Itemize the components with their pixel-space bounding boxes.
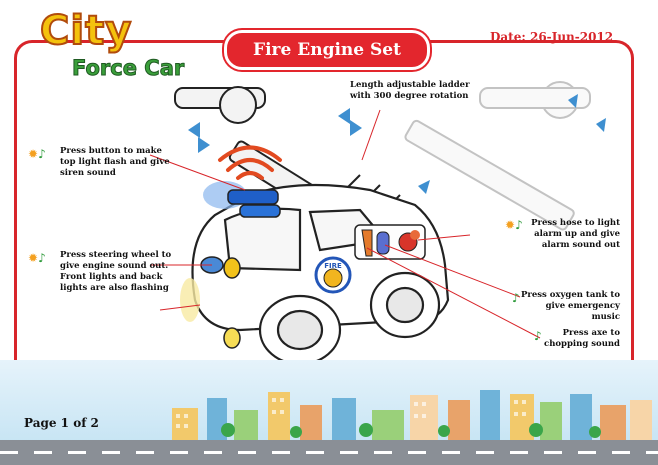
note-oxygen: Press oxygen tank to give emergency musi…: [520, 290, 620, 323]
siren-waves: [218, 145, 282, 180]
note-axe-line-2: chopping sound: [544, 339, 620, 349]
icon-group-top-light: ✹♪: [28, 143, 46, 162]
note-oxygen-line-1: Press oxygen tank to: [520, 290, 620, 300]
horn: [223, 257, 241, 279]
date-label: Date: 26-Jun-2012: [490, 30, 614, 44]
page-title: Fire Engine Set: [224, 30, 430, 70]
page-number: Page 1 of 2: [24, 416, 99, 430]
note-hose-line-2: alarm up and give: [534, 229, 620, 239]
note-axe: Press axe to chopping sound: [540, 328, 620, 350]
note-hose: Press hose to light alarm up and give al…: [530, 218, 620, 251]
note-steering-line-2: give engine sound out.: [60, 261, 169, 271]
callout-lines: [149, 109, 541, 339]
logo-city-text: City: [39, 7, 133, 55]
icon-group-oxygen: ♪: [512, 287, 520, 306]
road-markings: [0, 451, 658, 454]
note-top-light-line-3: siren sound: [60, 168, 116, 178]
note-top-light-line-1: Press button to make: [60, 146, 162, 156]
icon-group-hose: ✹♪: [505, 214, 523, 233]
note-ladder: Length adjustable ladder with 300 degree…: [350, 80, 470, 102]
light-icon: ✹: [28, 147, 39, 161]
note-oxygen-line-2: give emergency music: [545, 301, 620, 322]
windows: [176, 398, 526, 428]
car-body: [191, 183, 450, 366]
note-ladder-line-2: with 300 degree rotation: [350, 91, 469, 101]
music-note-icon: ♪: [38, 147, 46, 161]
note-top-light-line-2: top light flash and give: [60, 157, 170, 167]
note-hose-line-3: alarm sound out: [541, 240, 620, 250]
music-note-icon: ♪: [38, 251, 46, 265]
buildings: [172, 390, 652, 440]
note-top-light: Press button to make top light flash and…: [60, 146, 170, 179]
light-icon: ✹: [505, 218, 516, 232]
back-light-glow: [180, 278, 200, 322]
music-note-icon: ♪: [534, 329, 542, 343]
top-light: [203, 181, 281, 218]
front-light: [223, 327, 241, 349]
note-steering-line-4: lights are also flashing: [60, 283, 169, 293]
note-steering-line-3: Front lights and back: [60, 272, 163, 282]
icon-group-axe: ♪: [534, 325, 542, 344]
note-steering-line-1: Press steering wheel to: [60, 250, 172, 260]
rotation-arrows: [188, 94, 606, 194]
note-steering: Press steering wheel to give engine soun…: [60, 250, 171, 294]
fire-badge-text: FIRE: [324, 262, 342, 270]
icon-group-steering: ✹♪: [28, 247, 46, 266]
note-axe-line-1: Press axe to: [562, 328, 620, 338]
trees: [221, 423, 601, 438]
music-note-icon: ♪: [512, 291, 520, 305]
logo: City Force Car: [30, 7, 210, 83]
note-hose-line-1: Press hose to light: [531, 218, 620, 228]
logo-subtitle-text: Force Car: [71, 56, 185, 81]
fire-badge: FIRE: [314, 256, 352, 294]
light-icon: ✹: [28, 251, 39, 265]
note-ladder-line-1: Length adjustable ladder: [350, 80, 470, 90]
music-note-icon: ♪: [515, 218, 523, 232]
ghost-ladder: [404, 81, 591, 231]
